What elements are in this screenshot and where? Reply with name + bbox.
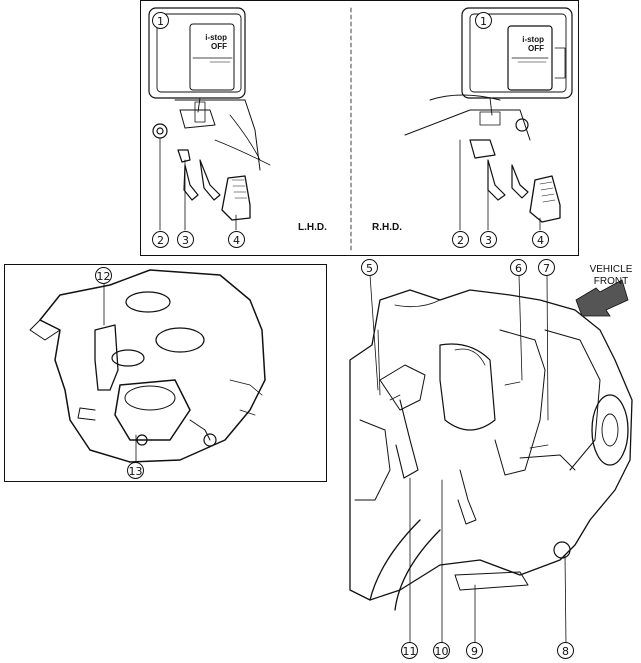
rhd-switch-text: i-stop OFF (512, 35, 544, 53)
fuel-pump-13 (114, 379, 191, 441)
callout-7: 7 (538, 259, 555, 276)
callout-13: 13 (127, 462, 144, 479)
callout-6: 6 (510, 259, 527, 276)
callout-10: 10 (433, 642, 450, 659)
callout-3-lhd: 3 (177, 231, 194, 248)
callout-3-rhd: 3 (480, 231, 497, 248)
part-9 (454, 571, 529, 591)
callout-4-lhd: 4 (228, 231, 245, 248)
vehicle-front-line2: FRONT (593, 276, 629, 287)
lhd-switch-line2: OFF (211, 42, 227, 51)
rhd-switch-line2: OFF (528, 44, 544, 53)
rhd-switch-line1: i-stop (522, 35, 544, 44)
part-11 (395, 399, 419, 479)
rhd-switch-inset (461, 7, 573, 99)
lhd-part-2 (152, 123, 168, 139)
callout-1-lhd: 1 (152, 12, 169, 29)
vehicle-front-line1: VEHICLE (589, 264, 633, 275)
callout-4-rhd: 4 (532, 231, 549, 248)
callout-2-rhd: 2 (452, 231, 469, 248)
fuel-sender-12 (94, 324, 119, 391)
vehicle-front-label: VEHICLE FRONT (585, 264, 637, 288)
callout-11: 11 (401, 642, 418, 659)
top-panel (140, 0, 579, 256)
callout-1-rhd: 1 (475, 12, 492, 29)
callout-5: 5 (361, 259, 378, 276)
callout-12: 12 (95, 267, 112, 284)
lhd-switch-line1: i-stop (205, 33, 227, 42)
lhd-label: L.H.D. (298, 222, 327, 233)
fuel-tank-outline (39, 269, 266, 463)
callout-9: 9 (466, 642, 483, 659)
engine-outline (349, 289, 633, 601)
fuel-tank-panel (4, 264, 327, 482)
callout-2-lhd: 2 (152, 231, 169, 248)
callout-8: 8 (557, 642, 574, 659)
rhd-label: R.H.D. (372, 222, 402, 233)
vehicle-front-arrow (575, 279, 629, 317)
lhd-switch-inset (148, 7, 246, 99)
lhd-switch-text: i-stop OFF (195, 33, 227, 51)
